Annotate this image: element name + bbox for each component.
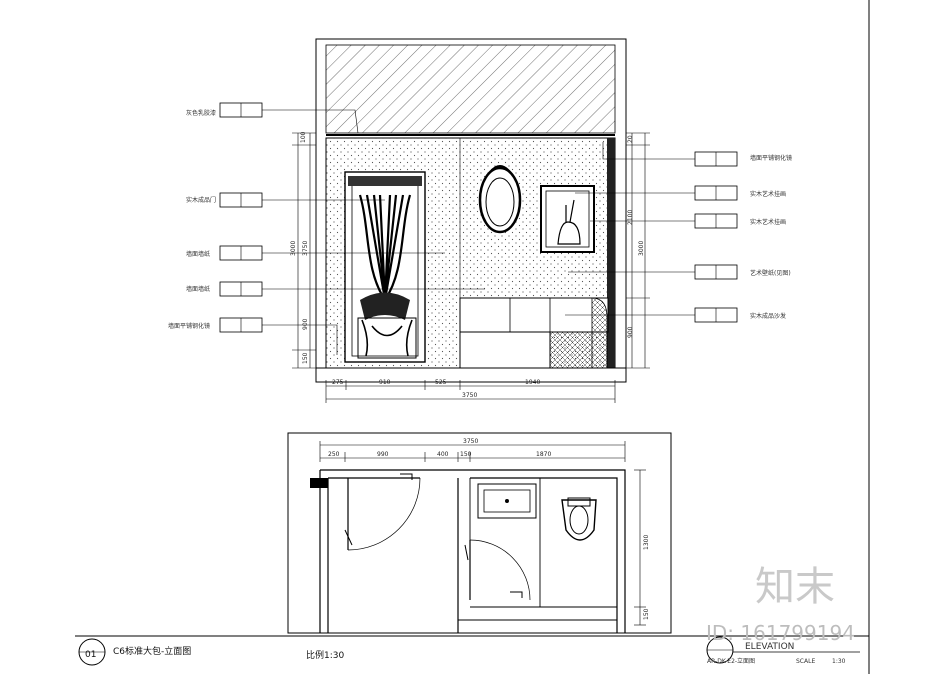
callout-right-2: 实木艺术挂画: [750, 190, 786, 198]
plan-right-dimensions: [634, 469, 646, 626]
left-callouts: 灰色乳胶漆 实木成品门 墙面墙纸 墙面墙纸 墙面平铺钢化镜: [168, 102, 485, 355]
plan-right-dim-1: 1300: [643, 535, 650, 550]
art-painting: [540, 185, 595, 253]
console-legs: [361, 319, 413, 357]
mirror-strip: [607, 138, 615, 368]
dim-right-2: 2100: [627, 210, 634, 225]
plan-toilet: [561, 499, 597, 541]
dim-left-4: 900: [302, 318, 309, 330]
callout-left-1: 灰色乳胶漆: [186, 109, 216, 117]
elevation-drawing: 灰色乳胶漆 实木成品门 墙面墙纸 墙面墙纸 墙面平铺钢化镜 墙面平铺钢化镜: [168, 38, 792, 403]
sofa-armrest: [591, 297, 608, 369]
dim-bottom-2: 910: [379, 379, 391, 386]
plan-total-width: 3750: [463, 438, 478, 445]
scale-caption: SCALE: [796, 658, 815, 665]
scale-value: 1:30: [832, 658, 846, 665]
dim-left-1: 100: [300, 131, 307, 143]
bottom-dimensions: [325, 380, 616, 403]
plan-partition: [458, 478, 617, 621]
plan-dim-5: 1870: [536, 451, 551, 458]
mirror-crest: [489, 165, 511, 173]
scale-label: 比例1:30: [306, 649, 344, 661]
door-handle-1: [344, 473, 413, 546]
watermark-id: ID: 161799194: [706, 621, 855, 645]
door-header: [348, 176, 422, 186]
sofa-base: [459, 331, 551, 369]
door-swing-main: [347, 477, 421, 551]
plan-dim-3: 400: [437, 451, 449, 458]
ceiling-hatch: [325, 44, 616, 134]
plan-top-dimensions: [319, 441, 626, 462]
drawing-code: AR-DK-E2-立面图: [707, 657, 755, 665]
dim-bottom-3: 525: [435, 379, 447, 386]
plan-dim-2: 990: [377, 451, 389, 458]
oval-mirror: [478, 166, 522, 234]
dim-right-4: 900: [627, 326, 634, 338]
title-block: 01 C6标准大包-立面图 比例1:30 ELEVATION AR-DK-E2-…: [78, 636, 860, 666]
elevation-total-width: 3750: [462, 392, 477, 399]
plan-frame: [287, 432, 672, 634]
art-painting-inner: [545, 190, 590, 248]
door-handle-2: [464, 544, 523, 598]
dim-left-5: 150: [302, 352, 309, 364]
callout-right-5: 实木成品沙发: [750, 312, 786, 320]
door-swing-bath: [469, 539, 531, 601]
dim-left-2: 3000: [290, 241, 297, 256]
callout-left-3: 墙面墙纸: [186, 250, 210, 258]
plan-dim-1: 250: [328, 451, 340, 458]
dim-left-3: 3750: [302, 241, 309, 256]
plan-dim-4: 150: [460, 451, 472, 458]
right-callouts: 墙面平铺钢化镜 实木艺术挂画 实木艺术挂画 艺术壁纸(见图) 实木成品沙发: [565, 142, 792, 323]
callout-left-2: 实木成品门: [186, 196, 216, 204]
plan-walls: [319, 469, 626, 633]
plan-wall-fill: [310, 478, 328, 488]
callout-right-3: 实木艺术挂画: [750, 218, 786, 226]
elevation-title: ELEVATION: [745, 642, 794, 652]
dim-bottom-4: 1940: [525, 379, 540, 386]
left-dimensions: [292, 132, 316, 369]
dim-bottom-1: 275: [332, 379, 344, 386]
dim-right-1: 20: [627, 135, 634, 143]
wood-door: [344, 171, 426, 363]
right-dimensions: [626, 132, 650, 369]
callout-left-5: 墙面平铺钢化镜: [168, 322, 210, 330]
door-ornament: [360, 292, 410, 320]
dim-right-3: 3000: [638, 241, 645, 256]
floor-plan: 3750 250 990 400 150 1870 13: [287, 432, 672, 634]
watermark-logo: 知末: [755, 564, 835, 610]
callout-left-4: 墙面墙纸: [186, 285, 210, 293]
callout-right-4: 艺术壁纸(见图): [750, 269, 791, 277]
console-table: [357, 317, 417, 359]
oval-mirror-inner: [485, 177, 515, 227]
drawing-number: 01: [85, 650, 96, 660]
drawing-title: C6标准大包-立面图: [113, 645, 191, 657]
callout-right-1: 墙面平铺钢化镜: [750, 154, 792, 162]
painting-vase: [557, 199, 581, 245]
plan-right-dim-2: 150: [643, 608, 650, 620]
